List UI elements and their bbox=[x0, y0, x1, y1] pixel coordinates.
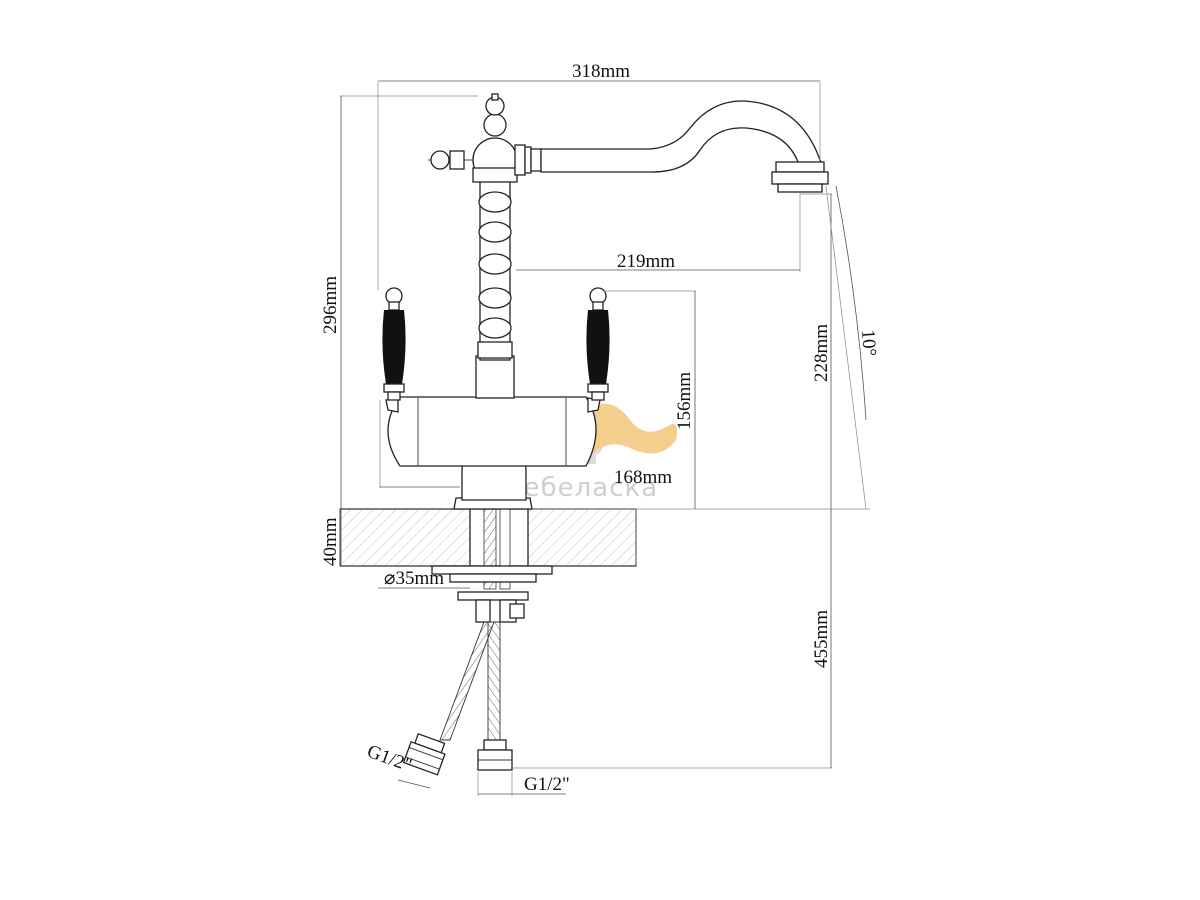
spout bbox=[540, 100, 829, 193]
left-hose bbox=[402, 621, 495, 776]
top-valve-assembly bbox=[428, 93, 542, 183]
right-handle bbox=[586, 287, 610, 401]
label-spout-angle: 10° bbox=[857, 329, 880, 357]
label-overall-height: 296mm bbox=[320, 276, 341, 334]
label-left-thread: G1/2" bbox=[364, 741, 414, 776]
label-spout-height: 228mm bbox=[811, 324, 832, 382]
faucet-body bbox=[385, 396, 601, 510]
label-hose-length: 455mm bbox=[811, 610, 832, 668]
dim-spout-height: 228mm bbox=[800, 193, 832, 509]
label-countertop-thickness: 40mm bbox=[320, 517, 341, 566]
label-mounting-hole: ⌀35mm bbox=[384, 568, 444, 589]
dim-overall-height: 296mm bbox=[320, 95, 478, 509]
dim-body-width: 168mm bbox=[379, 400, 672, 488]
label-spout-reach: 219mm bbox=[617, 251, 675, 272]
left-handle bbox=[382, 287, 406, 401]
dim-spout-angle: 10° bbox=[825, 185, 880, 510]
dim-handle-height: 156mm bbox=[604, 290, 696, 509]
column bbox=[475, 177, 515, 399]
label-right-thread: G1/2" bbox=[524, 774, 570, 795]
dim-overall-width: 318mm bbox=[377, 61, 821, 290]
dim-hose-length: 455mm bbox=[512, 509, 832, 769]
right-hose bbox=[477, 621, 513, 771]
dim-countertop-thickness: 40mm bbox=[320, 509, 342, 566]
wave-icon bbox=[580, 403, 677, 456]
dim-spout-reach: 219mm bbox=[516, 192, 801, 272]
label-overall-width: 318mm bbox=[572, 61, 630, 82]
label-body-width: 168mm bbox=[614, 467, 672, 488]
dim-mounting-hole: ⌀35mm bbox=[378, 568, 470, 589]
dim-right-thread: G1/2" bbox=[477, 772, 570, 796]
label-handle-height: 156mm bbox=[674, 372, 695, 430]
